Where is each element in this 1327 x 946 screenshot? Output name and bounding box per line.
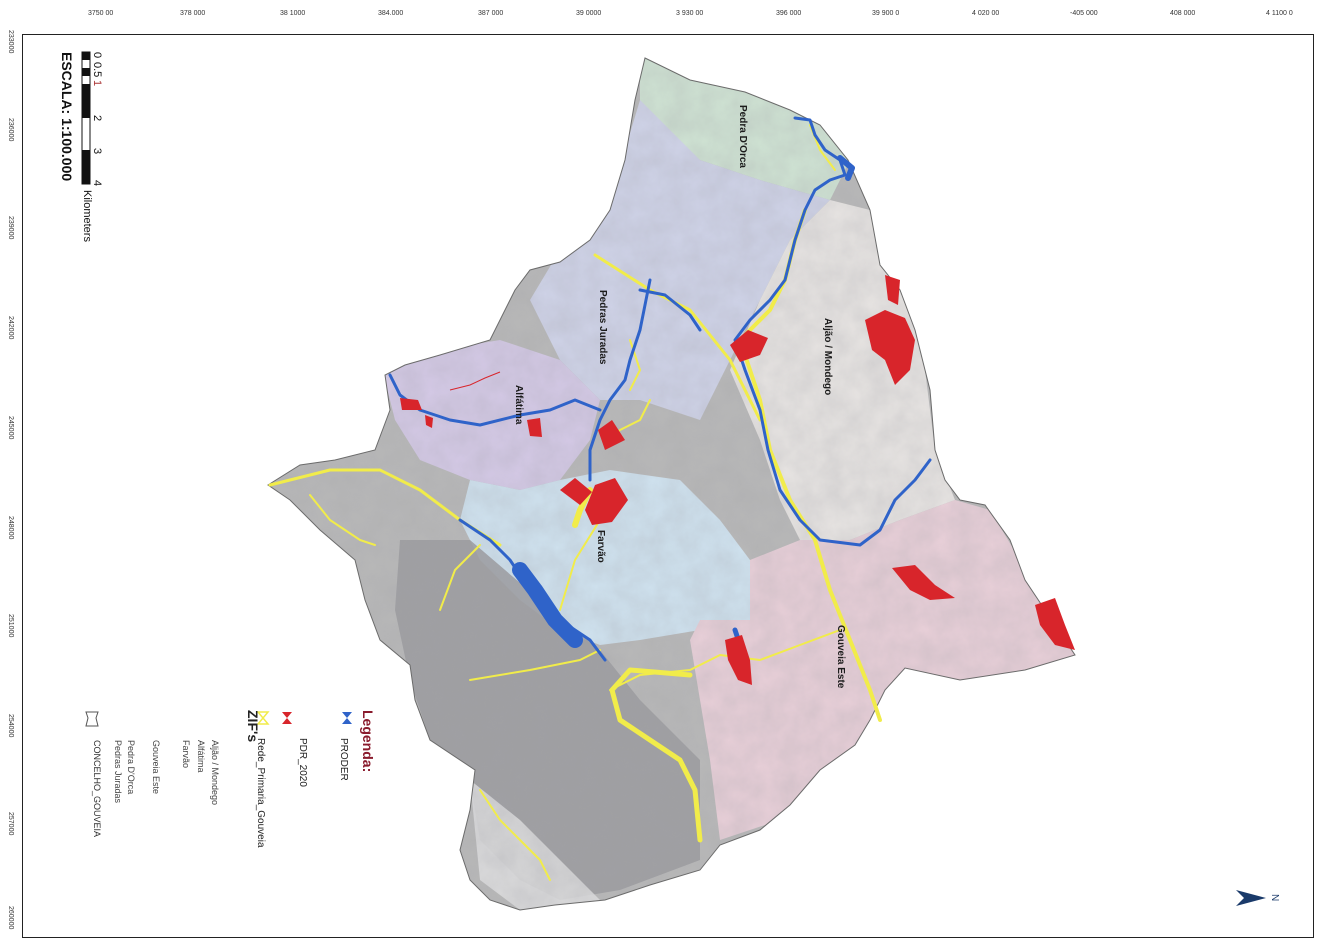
pdr-parcel — [598, 420, 625, 450]
rede-primaria-line — [439, 544, 481, 611]
legend-zif-item: Pedras Juradas — [113, 740, 123, 804]
pdr-parcel — [885, 275, 900, 305]
top-tick: 396 000 — [776, 10, 802, 17]
pdr-2020-parcels — [400, 275, 1075, 685]
label-pedras-juradas: Pedras Juradas — [597, 290, 608, 365]
top-tick: 4 020 00 — [972, 10, 1000, 17]
label-aljao-mondego: Aljão / Mondego — [822, 318, 833, 395]
concelho-outline — [267, 57, 1076, 911]
top-tick: 3750 00 — [88, 10, 114, 17]
pdr-parcel — [527, 418, 542, 437]
label-alfatima: Alfátima — [513, 385, 524, 425]
rede-primaria-line — [593, 253, 762, 422]
top-tick: 378 000 — [180, 10, 206, 17]
rede-primaria-line — [609, 629, 841, 691]
label-gouveia-este: Gouveia Este — [835, 625, 846, 689]
scale-number: 0 — [91, 52, 103, 58]
pdr-parcel — [725, 635, 752, 685]
pdr-2020-symbol — [282, 712, 292, 724]
rede-primaria-line — [469, 649, 601, 681]
north-arrow: N — [1236, 890, 1280, 906]
pdr-line — [449, 371, 501, 391]
label-pedra-dorca: Pedra D'Orca — [737, 105, 748, 168]
legend-item-proder: PRODER — [338, 738, 349, 781]
pdr-parcel — [730, 330, 768, 362]
rede-primaria-line — [559, 519, 601, 611]
pdr-parcel — [892, 565, 955, 600]
hillshade-texture — [268, 58, 1075, 910]
legend-zif-item: Farvão — [181, 740, 191, 768]
rede-primaria-symbol — [256, 711, 270, 725]
rede-primaria-line — [479, 789, 551, 881]
top-tick: 408 000 — [1170, 10, 1196, 17]
scale-bar-segment — [82, 150, 90, 184]
scale-bar-segment — [82, 68, 90, 76]
scale-ratio: ESCALA: 1:100.000 — [59, 52, 75, 181]
map-frame — [22, 34, 1314, 938]
north-label: N — [1269, 894, 1280, 901]
proder-line — [638, 288, 702, 332]
legend-zif-item: Aljão / Mondego — [210, 740, 220, 805]
pdr-parcel — [585, 478, 628, 525]
legend-zif-title: ZIF's — [245, 710, 261, 742]
rede-primaria-line — [309, 494, 376, 546]
top-tick: 4 1100 0 — [1266, 10, 1293, 17]
pdr-parcel — [560, 478, 592, 505]
proder-symbol — [342, 712, 352, 724]
concelho-symbol — [85, 711, 99, 727]
scale-bar-segment — [82, 84, 90, 118]
legend-item-concelho: CONCELHO_GOUVEIA — [92, 740, 102, 837]
top-tick: 39 0000 — [576, 10, 602, 17]
scale-number: 1 — [91, 80, 103, 86]
zif-zones — [268, 58, 1075, 910]
scale-number: 0.5 — [91, 62, 103, 77]
scale-number: 2 — [91, 115, 103, 121]
proder-area — [512, 562, 583, 648]
pdr-parcel — [400, 398, 422, 410]
top-tick: 387 000 — [478, 10, 504, 17]
legend-title: Legenda: — [360, 710, 376, 772]
legend-zif-item: Pedra D'Orca — [126, 740, 136, 794]
legend-item-rede-primaria: Rede_Primaria_Gouveia — [255, 738, 266, 848]
legend-item-pdr-2020: PDR_2020 — [297, 738, 308, 787]
legend-zif-item: Alfátima — [196, 740, 206, 773]
scale-number: 4 — [91, 180, 103, 186]
top-tick: -405 000 — [1070, 10, 1098, 17]
scale-unit: Kilometers — [81, 190, 93, 242]
pdr-parcel — [425, 415, 433, 428]
pdr-parcel — [1035, 598, 1075, 650]
top-tick: 39 900 0 — [872, 10, 900, 17]
proder-line — [588, 278, 652, 482]
scale-number: 3 — [91, 148, 103, 154]
zone-labels: Pedra D'Orca Pedras Juradas Aljão / Mond… — [513, 105, 846, 689]
legend-zif-item: Gouveia Este — [151, 740, 161, 794]
scale-bar: 0 0.5 1 2 3 4 Kilometers ESCALA: 1:100.0… — [59, 51, 103, 242]
rede-primaria-main — [609, 667, 703, 843]
top-tick: 3 930 00 — [676, 10, 704, 17]
proder-area — [837, 155, 855, 181]
label-farvao: Farvão — [595, 530, 606, 563]
north-arrow-icon — [1236, 890, 1266, 906]
top-tick: 384.000 — [378, 10, 404, 17]
legend: Legenda: PRODER PDR_2020 Rede_Primaria_G… — [85, 710, 376, 848]
pdr-parcel — [865, 310, 915, 385]
scale-bar-segment — [82, 52, 90, 60]
top-tick: 38 1000 — [280, 10, 306, 17]
